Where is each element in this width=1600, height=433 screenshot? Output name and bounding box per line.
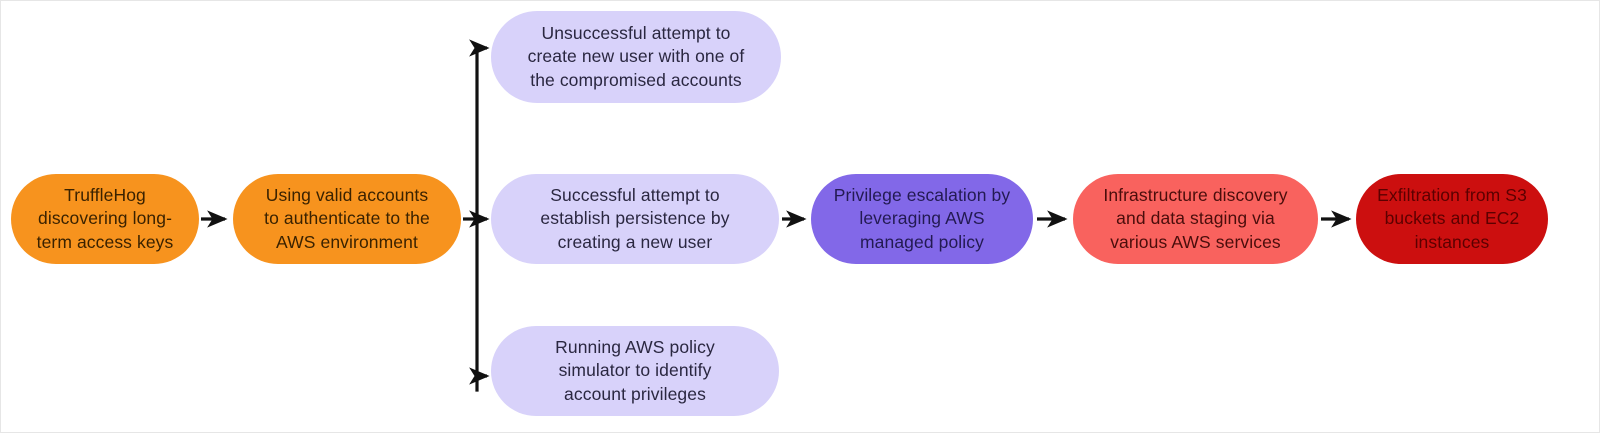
node-infrastructure-discovery[interactable]: Infrastructure discovery and data stagin… bbox=[1073, 174, 1318, 264]
node-valid-accounts-authenticate[interactable]: Using valid accounts to authenticate to … bbox=[233, 174, 461, 264]
node-label: Unsuccessful attempt to create new user … bbox=[527, 23, 745, 90]
node-label: Exfiltration from S3 buckets and EC2 ins… bbox=[1377, 185, 1527, 252]
node-successful-persistence[interactable]: Successful attempt to establish persiste… bbox=[491, 174, 779, 264]
node-label: Running AWS policy simulator to identify… bbox=[555, 337, 715, 404]
node-trufflehog-access-keys[interactable]: TruffleHog discovering long- term access… bbox=[11, 174, 199, 264]
node-label: Using valid accounts to authenticate to … bbox=[264, 185, 430, 252]
node-policy-simulator[interactable]: Running AWS policy simulator to identify… bbox=[491, 326, 779, 416]
edge-branch-trunk bbox=[463, 46, 479, 392]
node-label: TruffleHog discovering long- term access… bbox=[36, 185, 174, 252]
node-privilege-escalation[interactable]: Privilege escalation by leveraging AWS m… bbox=[811, 174, 1033, 264]
node-unsuccessful-create-user[interactable]: Unsuccessful attempt to create new user … bbox=[491, 11, 781, 103]
node-label: Privilege escalation by leveraging AWS m… bbox=[833, 185, 1011, 252]
node-label: Successful attempt to establish persiste… bbox=[540, 185, 730, 252]
node-exfiltration[interactable]: Exfiltration from S3 buckets and EC2 ins… bbox=[1356, 174, 1548, 264]
node-label: Infrastructure discovery and data stagin… bbox=[1103, 185, 1288, 252]
